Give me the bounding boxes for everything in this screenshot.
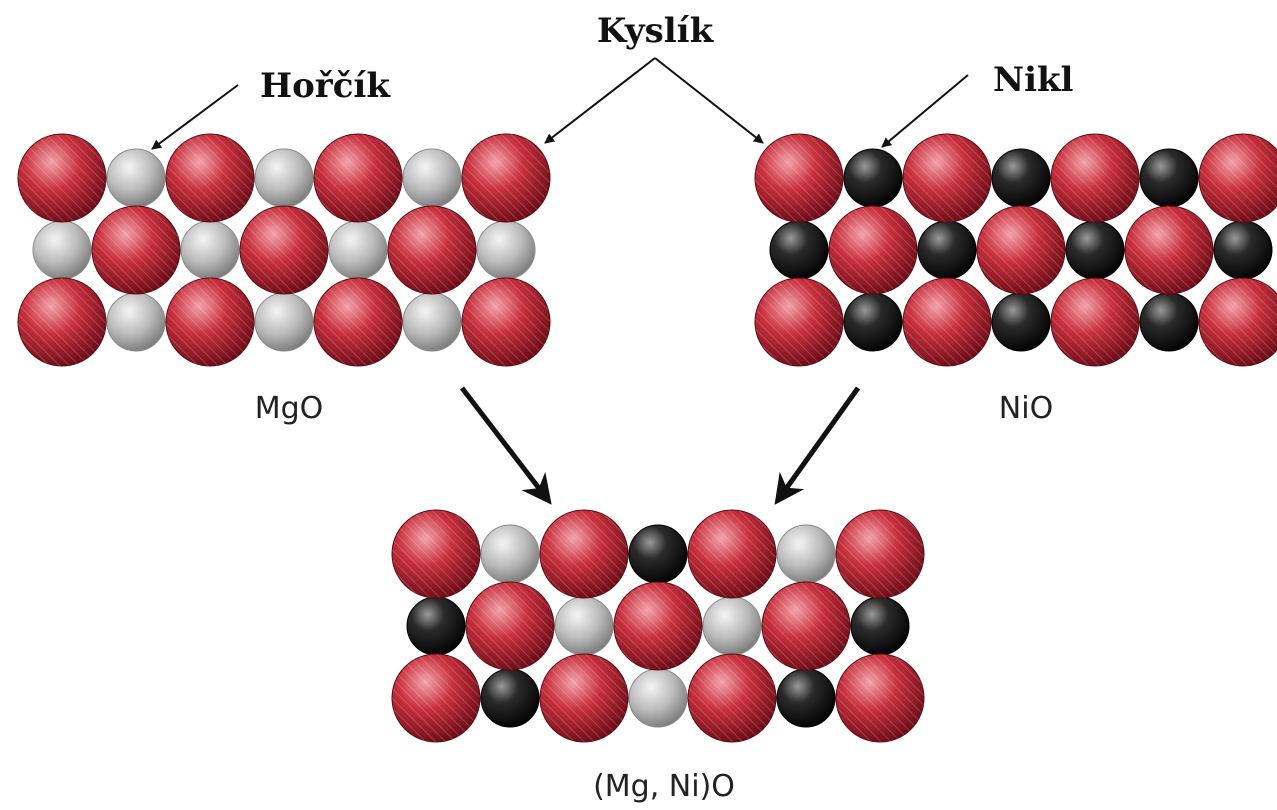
mixed-magnesium-atom-r0-c1 bbox=[480, 524, 540, 584]
mgo-magnesium-atom-r1-c0 bbox=[32, 220, 92, 280]
mixed-nickel-atom-r1-c6 bbox=[850, 596, 910, 656]
mgo-oxygen-atom-texture-r1-c1 bbox=[92, 206, 180, 294]
mgo-oxygen-atom-texture-r1-c3 bbox=[240, 206, 328, 294]
nio-oxygen-atom-texture-r1-c1 bbox=[829, 206, 917, 294]
mgo-oxygen-atom-texture-r0-c2 bbox=[166, 134, 254, 222]
mixed-oxide-formula-label: (Mg, Ni)O bbox=[593, 769, 735, 804]
nio-nickel-atom-r2-c5 bbox=[1139, 292, 1199, 352]
mgo-magnesium-atom-r2-c1 bbox=[106, 292, 166, 352]
mgo-oxygen-atom-texture-r2-c0 bbox=[18, 278, 106, 366]
mixed-oxygen-atom-texture-r1-c5 bbox=[762, 582, 850, 670]
magnesium-pointer-arrow bbox=[151, 84, 239, 150]
nio-nickel-atom-r2-c1 bbox=[843, 292, 903, 352]
nio-oxygen-atom-texture-r2-c0 bbox=[755, 278, 843, 366]
mixed-nickel-atom-r0-c3 bbox=[628, 524, 688, 584]
mixed-oxygen-atom-texture-r2-c2 bbox=[540, 654, 628, 742]
mgo-oxygen-atom-texture-r1-c5 bbox=[388, 206, 476, 294]
mgo-magnesium-atom-r0-c1 bbox=[106, 148, 166, 208]
nio-nickel-atom-r0-c5 bbox=[1139, 148, 1199, 208]
oxygen-label: Kyslík bbox=[597, 11, 715, 51]
mgo-magnesium-atom-r1-c6 bbox=[476, 220, 536, 280]
nio-oxygen-atom-texture-r2-c6 bbox=[1199, 278, 1277, 366]
mgo-oxygen-atom-texture-r0-c0 bbox=[18, 134, 106, 222]
nio-nickel-atom-r2-c3 bbox=[991, 292, 1051, 352]
oxygen-pointer-arrow-left bbox=[544, 57, 656, 144]
magnesium-label: Hořčík bbox=[260, 66, 391, 106]
nio-nickel-atom-r0-c3 bbox=[991, 148, 1051, 208]
nio-oxygen-atom-texture-r0-c2 bbox=[903, 134, 991, 222]
nio-oxygen-atom-texture-r0-c0 bbox=[755, 134, 843, 222]
mgo-magnesium-atom-r2-c3 bbox=[254, 292, 314, 352]
mixed-nickel-atom-r1-c0 bbox=[406, 596, 466, 656]
mixed-magnesium-atom-r0-c5 bbox=[776, 524, 836, 584]
mgo-oxygen-atom-texture-r0-c6 bbox=[462, 134, 550, 222]
mixed-oxygen-atom-texture-r1-c1 bbox=[466, 582, 554, 670]
mixed-magnesium-atom-r1-c4 bbox=[702, 596, 762, 656]
mgo-oxygen-atom-texture-r2-c2 bbox=[166, 278, 254, 366]
mixed-oxygen-atom-texture-r2-c0 bbox=[392, 654, 480, 742]
mixed-oxygen-atom-texture-r0-c0 bbox=[392, 510, 480, 598]
oxygen-pointer-arrow-right bbox=[654, 57, 764, 144]
nio-nickel-atom-r1-c2 bbox=[917, 220, 977, 280]
nio-oxygen-atom-texture-r1-c3 bbox=[977, 206, 1065, 294]
nio-oxygen-atom-texture-r1-c5 bbox=[1125, 206, 1213, 294]
mgo-magnesium-atom-r0-c5 bbox=[402, 148, 462, 208]
mgo-magnesium-atom-r0-c3 bbox=[254, 148, 314, 208]
mgo-to-mixed-arrow bbox=[460, 386, 552, 505]
mixed-oxygen-atom-texture-r1-c3 bbox=[614, 582, 702, 670]
mixed-oxygen-atom-texture-r2-c4 bbox=[688, 654, 776, 742]
mixed-oxygen-atom-texture-r2-c6 bbox=[836, 654, 924, 742]
mgo-magnesium-atom-r2-c5 bbox=[402, 292, 462, 352]
nio-oxygen-atom-texture-r0-c4 bbox=[1051, 134, 1139, 222]
mixed-oxygen-atom-texture-r0-c2 bbox=[540, 510, 628, 598]
mixed-magnesium-atom-r2-c3 bbox=[628, 668, 688, 728]
nio-formula-label: NiO bbox=[999, 391, 1053, 426]
mgo-oxygen-atom-texture-r2-c4 bbox=[314, 278, 402, 366]
nio-nickel-atom-r0-c1 bbox=[843, 148, 903, 208]
nio-nickel-atom-r1-c0 bbox=[769, 220, 829, 280]
mgo-magnesium-atom-r1-c4 bbox=[328, 220, 388, 280]
nio-lattice bbox=[754, 133, 1277, 367]
nio-to-mixed-arrow bbox=[774, 386, 861, 505]
mgo-oxygen-atom-texture-r2-c6 bbox=[462, 278, 550, 366]
mgo-oxygen-atom-texture-r0-c4 bbox=[314, 134, 402, 222]
mixed-oxygen-atom-texture-r0-c4 bbox=[688, 510, 776, 598]
mgo-magnesium-atom-r1-c2 bbox=[180, 220, 240, 280]
mgo-lattice bbox=[17, 133, 551, 367]
mixed-nickel-atom-r2-c1 bbox=[480, 668, 540, 728]
nio-oxygen-atom-texture-r2-c4 bbox=[1051, 278, 1139, 366]
nio-oxygen-atom-texture-r2-c2 bbox=[903, 278, 991, 366]
nickel-pointer-arrow bbox=[881, 74, 969, 148]
mixed-oxide-lattice bbox=[391, 509, 925, 743]
mixed-oxygen-atom-texture-r0-c6 bbox=[836, 510, 924, 598]
nio-nickel-atom-r1-c4 bbox=[1065, 220, 1125, 280]
nio-oxygen-atom-texture-r0-c6 bbox=[1199, 134, 1277, 222]
mixed-magnesium-atom-r1-c2 bbox=[554, 596, 614, 656]
mgo-formula-label: MgO bbox=[255, 391, 324, 426]
nio-nickel-atom-r1-c6 bbox=[1213, 220, 1273, 280]
mixed-nickel-atom-r2-c5 bbox=[776, 668, 836, 728]
nickel-label: Nikl bbox=[993, 60, 1074, 100]
